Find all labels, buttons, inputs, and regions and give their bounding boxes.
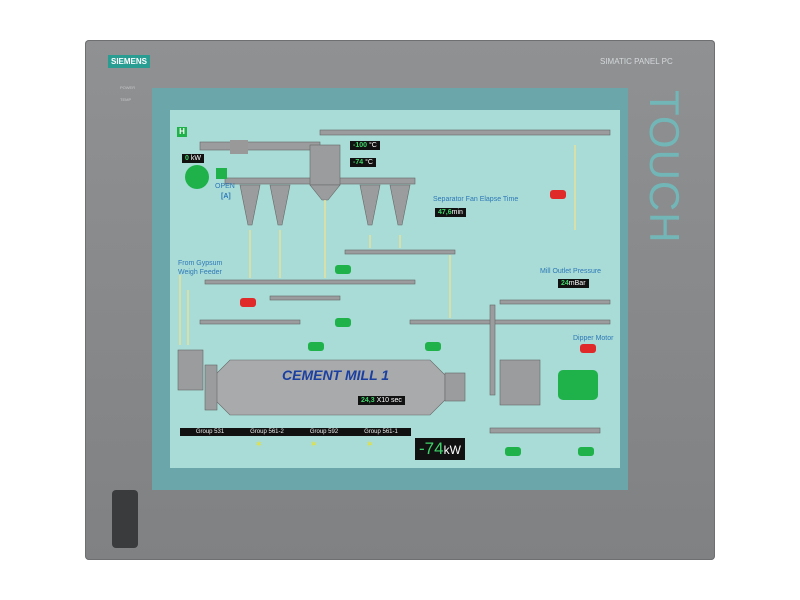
- mill-outlet-value: 24: [561, 280, 569, 287]
- usb-cover-button[interactable]: [112, 490, 138, 548]
- status-light-icon: ✶: [310, 439, 318, 449]
- mill-outlet-label: Mill Outlet Pressure: [540, 268, 602, 275]
- conveyor-motor-icon[interactable]: [505, 447, 521, 456]
- separator-motor-icon: [230, 140, 248, 154]
- dipper-label: Dipper Motor: [573, 335, 614, 342]
- separator-fan-motor-icon[interactable]: [550, 190, 566, 199]
- mill-display: 24,3 X10 sec: [358, 396, 405, 405]
- gypsum-label-1: From Gypsum: [178, 260, 223, 267]
- separator-unit: min: [451, 209, 463, 216]
- siemens-logo: SIEMENS: [108, 55, 151, 68]
- temp1-value: -100: [353, 142, 368, 149]
- main-power-unit: kW: [443, 443, 461, 457]
- fan-motor-icon[interactable]: [185, 165, 209, 189]
- dipper-motor-icon[interactable]: [580, 344, 596, 353]
- conveyor-motor-icon[interactable]: [335, 265, 351, 274]
- conveyor-motor-icon[interactable]: [308, 342, 324, 351]
- mill-outlet-display: 24mBar: [558, 279, 589, 288]
- group-531-button[interactable]: Group 531: [180, 428, 240, 436]
- fan-power-display: 0 kW: [182, 154, 204, 163]
- separator-value: 47,6: [438, 209, 452, 216]
- status-light-icon: ✶: [255, 439, 263, 449]
- fan-power-value: 0: [185, 155, 189, 162]
- mill-outlet-unit: mBar: [568, 280, 586, 287]
- main-power-value: -74: [419, 439, 444, 458]
- group-561-1-button[interactable]: Group 561-1: [351, 428, 411, 436]
- temp2-unit: °C: [365, 159, 373, 166]
- separator-display: 47,6min: [435, 208, 466, 217]
- process-diagram: [177, 129, 611, 434]
- group-561-2-button[interactable]: Group 561-2: [237, 428, 297, 436]
- mill-main-motor-icon[interactable]: [558, 370, 598, 400]
- status-light-icon: ✶: [366, 439, 374, 449]
- group-592-button[interactable]: Group 592: [294, 428, 354, 436]
- temp2-display: -74 °C: [350, 158, 376, 167]
- damper-icon[interactable]: [216, 168, 227, 179]
- separator-label: Separator Fan Elapse Time: [433, 196, 519, 203]
- touch-label: TOUCH: [641, 90, 688, 244]
- conveyor-motor-icon[interactable]: [240, 298, 256, 307]
- temp1-display: -100 °C: [350, 141, 380, 150]
- power-led: POWER: [120, 85, 136, 90]
- mill-unit: X10 sec: [376, 397, 402, 404]
- damper-mode: [A]: [221, 193, 231, 200]
- temp2-value: -74: [353, 159, 364, 166]
- temp1-unit: °C: [368, 142, 377, 149]
- damper-state: OPEN: [215, 183, 235, 190]
- mode-badge[interactable]: H: [177, 127, 187, 137]
- hmi-screen: H 0 kW OPEN [A] -100 °C -74 °C Separator…: [170, 110, 620, 468]
- main-power-display: -74kW: [415, 438, 465, 460]
- conveyor-motor-icon[interactable]: [425, 342, 441, 351]
- mill-title: CEMENT MILL 1: [282, 367, 390, 383]
- model-label: SIMATIC PANEL PC: [600, 57, 673, 66]
- conveyor-motor-icon[interactable]: [335, 318, 351, 327]
- conveyor-motor-icon[interactable]: [578, 447, 594, 456]
- fan-power-unit: kW: [190, 155, 201, 162]
- gypsum-label-2: Weigh Feeder: [178, 269, 222, 276]
- mill-value: 24,3: [361, 397, 375, 404]
- temp-led: TEMP: [120, 97, 132, 102]
